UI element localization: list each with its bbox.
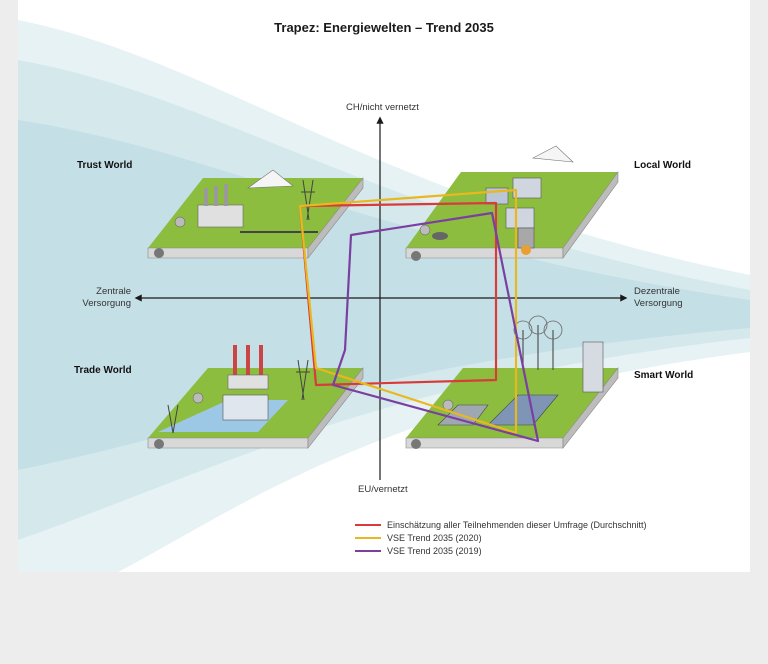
axis-label-left: Zentrale Versorgung [81, 286, 131, 310]
axis-label-left-line1: Zentrale [96, 286, 131, 297]
world-label-trade: Trade World [74, 365, 132, 376]
plug-icon [192, 392, 204, 404]
law-paragraph-icon [411, 251, 421, 261]
trapezoid-vse-2020 [298, 188, 518, 435]
tile-trade-world [147, 345, 364, 449]
world-label-smart: Smart World [634, 370, 694, 381]
energy-worlds-diagram [18, 20, 750, 572]
legend-swatch-vse-2020 [355, 537, 381, 539]
legend-swatch-survey [355, 524, 381, 526]
plug-icon [442, 399, 454, 411]
axis-label-left-line2: Versorgung [82, 298, 131, 309]
trapezoid-survey-average [298, 201, 498, 387]
tile-trust-world [147, 169, 364, 259]
legend-item: Einschätzung aller Teilnehmenden dieser … [355, 519, 646, 531]
diagram-card: Trapez: Energiewelten – Trend 2035 CH/ni… [18, 0, 750, 572]
legend: Einschätzung aller Teilnehmenden dieser … [355, 519, 646, 558]
axis-label-right: Dezentrale Versorgung [634, 286, 683, 310]
trapezoid-vse-2019 [331, 211, 540, 443]
legend-label: VSE Trend 2035 (2020) [387, 533, 482, 543]
law-paragraph-icon [411, 439, 421, 449]
axis-label-right-line1: Dezentrale [634, 286, 680, 297]
world-label-trust: Trust World [77, 160, 133, 171]
legend-swatch-vse-2019 [355, 550, 381, 552]
legend-item: VSE Trend 2035 (2020) [355, 532, 646, 544]
legend-label: VSE Trend 2035 (2019) [387, 546, 482, 556]
axis-label-right-line2: Versorgung [634, 298, 683, 309]
legend-label: Einschätzung aller Teilnehmenden dieser … [387, 520, 647, 530]
law-paragraph-icon [154, 439, 164, 449]
plug-icon [419, 224, 431, 236]
plug-icon [174, 216, 186, 228]
page-title: Trapez: Energiewelten – Trend 2035 [274, 20, 494, 35]
tile-local-world [405, 145, 619, 261]
law-paragraph-icon [154, 248, 164, 258]
axis-label-top: CH/nicht vernetzt [346, 102, 419, 113]
world-label-local: Local World [634, 160, 692, 171]
axis-label-bottom: EU/vernetzt [358, 484, 408, 495]
legend-item: VSE Trend 2035 (2019) [355, 545, 646, 557]
